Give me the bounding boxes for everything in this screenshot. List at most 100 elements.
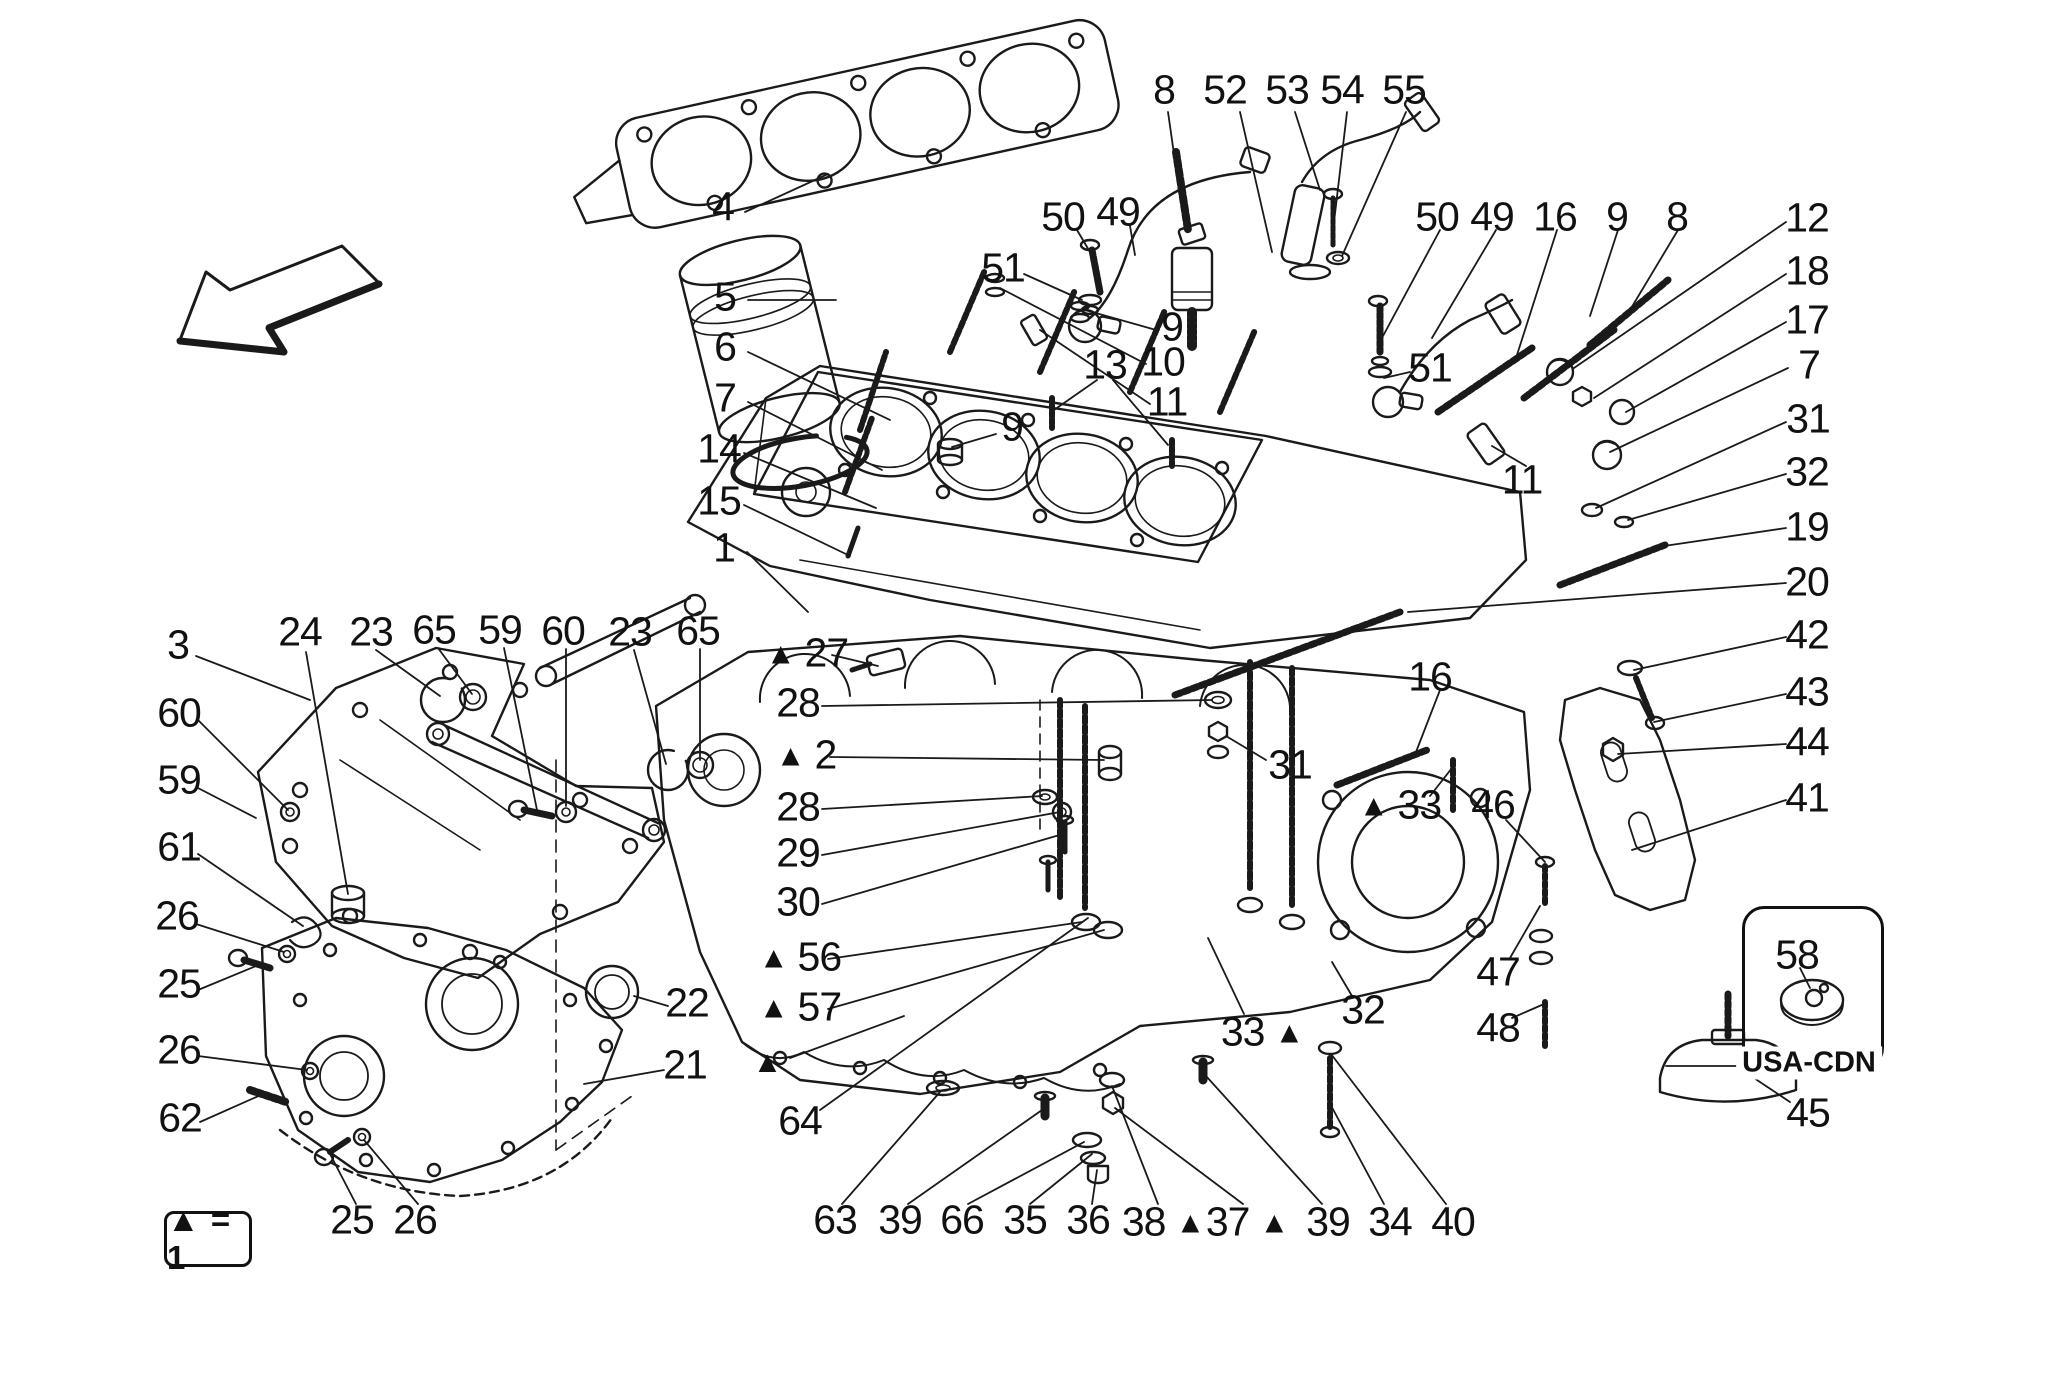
part-callout-5: 5 — [714, 273, 737, 320]
part-callout-6: 6 — [714, 326, 737, 368]
part-callout-33: ▲33 — [1358, 781, 1443, 828]
callout-number: 55 — [1382, 66, 1427, 113]
callout-number: 51 — [1408, 344, 1453, 391]
callout-number: 21 — [663, 1041, 708, 1088]
part-callout-61: 61 — [157, 826, 202, 868]
callout-number: 49 — [1470, 193, 1515, 240]
callout-number: 33 — [1397, 781, 1443, 828]
callout-number: 13 — [1083, 341, 1128, 388]
part-callout-9: 9 — [1606, 193, 1629, 240]
part-callout-42: 42 — [1785, 611, 1830, 658]
part-callout-33: 33▲ — [1220, 1008, 1304, 1055]
callout-number: 7 — [1798, 341, 1821, 388]
timing-cover-upper-drawing — [256, 593, 707, 980]
part-callout-34: 34 — [1368, 1201, 1413, 1243]
callout-number: 56 — [797, 933, 843, 980]
part-callout-26: 26 — [155, 895, 200, 937]
callout-number: 18 — [1785, 247, 1830, 294]
callout-number: 1 — [713, 524, 736, 571]
upper-crankcase-drawing — [686, 267, 1528, 650]
triangle-marker: ▲ — [752, 1046, 783, 1079]
callout-number: 36 — [1066, 1196, 1111, 1243]
fasteners-drawing — [227, 148, 1672, 1185]
part-callout-57: ▲57 — [758, 986, 842, 1028]
callout-number: 29 — [776, 829, 821, 876]
part-callout-64: 64 — [778, 1100, 823, 1142]
part-callout-triangle: ▲ — [752, 1046, 783, 1079]
part-callout-25: 25 — [330, 1199, 375, 1241]
callout-number: 35 — [1003, 1196, 1048, 1243]
part-callout-39: 39 — [878, 1199, 923, 1241]
callout-number: 37 — [1205, 1198, 1251, 1245]
part-callout-20: 20 — [1785, 561, 1830, 603]
callout-number: 38 — [1121, 1198, 1167, 1245]
part-callout-22: 22 — [665, 982, 710, 1024]
part-callout-23: 23 — [349, 608, 394, 655]
part-callout-59: 59 — [478, 606, 523, 653]
triangle-marker: ▲ — [758, 991, 789, 1024]
callout-number: 59 — [478, 606, 523, 653]
part-callout-11: 11 — [1502, 459, 1544, 501]
triangle-marker: ▲ — [1274, 1016, 1304, 1049]
part-callout-37: 37▲ — [1205, 1198, 1289, 1245]
callout-number: 28 — [776, 783, 821, 830]
triangle-marker: ▲ — [1358, 789, 1389, 822]
part-callout-39: 39 — [1306, 1198, 1351, 1245]
part-callout-31: 31 — [1268, 741, 1313, 788]
part-callout-7: 7 — [714, 374, 737, 421]
callout-number: 52 — [1203, 66, 1248, 113]
part-callout-38: 38▲ — [1121, 1198, 1205, 1245]
callout-number: 41 — [1785, 774, 1830, 821]
callout-number: 31 — [1268, 741, 1313, 788]
callout-number: 59 — [157, 756, 202, 803]
callout-number: 46 — [1471, 781, 1516, 828]
callout-number: 16 — [1408, 653, 1453, 700]
part-callout-47: 47 — [1476, 948, 1521, 995]
legend-text: ▲ = 1 — [167, 1201, 232, 1276]
callout-number: 16 — [1533, 193, 1578, 240]
callout-number: 26 — [157, 1026, 202, 1073]
part-callout-65: 65 — [676, 610, 721, 652]
callout-number: 7 — [714, 374, 737, 421]
support-bracket-drawing — [1558, 686, 1697, 912]
triangle-marker: ▲ — [775, 739, 806, 772]
part-callout-46: 46 — [1471, 781, 1516, 828]
callout-number: 2 — [814, 731, 837, 778]
part-callout-28: 28 — [776, 783, 821, 830]
callout-number: 42 — [1785, 611, 1830, 658]
part-callout-53: 53 — [1265, 66, 1310, 113]
callout-number: 60 — [541, 607, 586, 654]
part-callout-9: 9 — [1161, 306, 1184, 348]
callout-number: 48 — [1476, 1004, 1521, 1051]
part-callout-24: 24 — [278, 608, 323, 655]
part-callout-41: 41 — [1785, 774, 1830, 821]
callout-number: 32 — [1341, 986, 1386, 1033]
callout-number: 53 — [1265, 66, 1310, 113]
callout-number: 9 — [1606, 193, 1629, 240]
part-callout-8: 8 — [1153, 69, 1176, 111]
direction-arrow-icon — [176, 244, 383, 356]
part-callout-14: 14 — [697, 428, 742, 470]
callout-number: 33 — [1220, 1008, 1266, 1055]
part-callout-26: 26 — [157, 1026, 202, 1073]
callout-number: 8 — [1666, 193, 1689, 240]
timing-gasket-drawing — [278, 1116, 614, 1198]
callout-number: 39 — [1306, 1198, 1351, 1245]
part-callout-29: 29 — [776, 829, 821, 876]
part-callout-10: 10 — [1141, 341, 1186, 383]
callout-number: 23 — [349, 608, 394, 655]
callout-number: 5 — [714, 273, 737, 320]
callout-number: 50 — [1415, 193, 1460, 240]
callout-number: 15 — [697, 477, 742, 524]
callout-number: 45 — [1786, 1089, 1831, 1136]
callout-number: 47 — [1476, 948, 1521, 995]
part-callout-51: 51 — [1408, 344, 1453, 391]
callout-number: 24 — [278, 608, 323, 655]
part-callout-18: 18 — [1785, 247, 1830, 294]
part-callout-50: 50 — [1415, 193, 1460, 240]
triangle-marker: ▲ — [1259, 1206, 1289, 1239]
part-callout-27: ▲27 — [766, 632, 849, 674]
